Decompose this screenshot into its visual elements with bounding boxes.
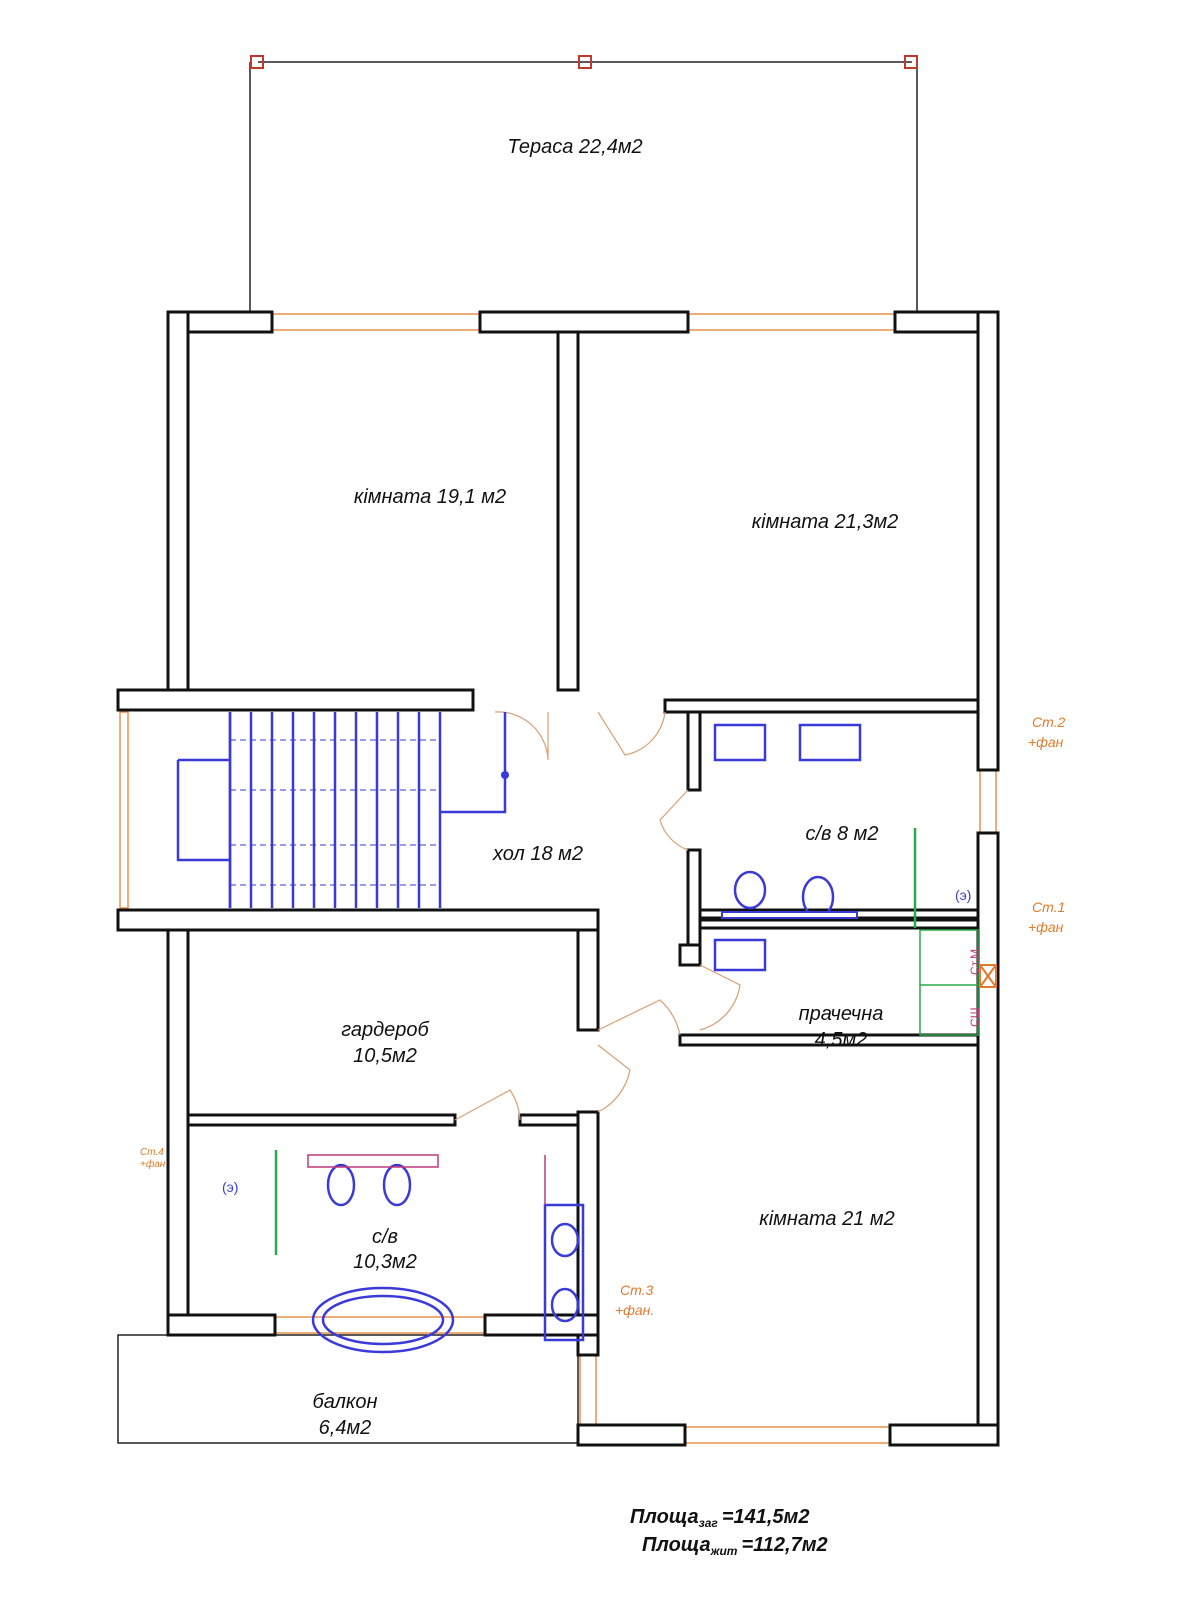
balcony-area: 6,4м2: [319, 1417, 372, 1439]
bath2-name: с/в: [372, 1226, 398, 1248]
room2-label: кімната 21,3м2: [752, 511, 899, 533]
balcony-name: балкон: [313, 1391, 378, 1413]
column-marker: [578, 55, 592, 69]
st3-label: Ст.3: [620, 1282, 654, 1298]
column-marker: [250, 55, 264, 69]
walls: [116, 310, 1000, 1447]
svg-text:(э): (э): [955, 887, 971, 903]
balcony: [117, 1334, 579, 1444]
st2-label: Ст.2: [1032, 714, 1066, 730]
wardrobe-area: 10,5м2: [353, 1045, 417, 1067]
riser-labels: Ст.2 +фан Ст.1 +фан Ст.3 +фан. Ст.4 +фан…: [140, 714, 1066, 1318]
sh-label: СШ: [968, 1007, 982, 1027]
st4-label: Ст.4: [140, 1147, 164, 1158]
st4-sub: +фан: [140, 1158, 166, 1170]
laundry-area: 4,5м2: [815, 1029, 868, 1051]
column-marker: [904, 55, 918, 69]
total-area: Площазаг=141,5м2: [630, 1506, 809, 1530]
bath2-fixtures: (э): [222, 1150, 585, 1354]
staircase: [176, 712, 509, 908]
st1-label: Ст.1: [1032, 899, 1065, 915]
living-area: Площажит=112,7м2: [642, 1534, 828, 1558]
wardrobe-name: гардероб: [341, 1019, 429, 1041]
room1-label: кімната 19,1 м2: [354, 486, 506, 508]
room3-label: кімната 21 м2: [759, 1208, 894, 1230]
area-totals: Площазаг=141,5м2 Площажит=112,7м2: [630, 1506, 828, 1558]
terrace: [249, 55, 918, 312]
st2-sub: +фан: [1028, 734, 1064, 750]
laundry-name: прачечна: [799, 1003, 884, 1025]
svg-text:(э): (э): [222, 1179, 238, 1195]
st3-sub: +фан.: [615, 1302, 654, 1318]
bath2-area: 10,3м2: [353, 1251, 417, 1273]
terrace-label: Тераса 22,4м2: [507, 136, 642, 158]
hall-label: хол 18 м2: [492, 843, 583, 865]
bath1-fixtures: (э): [713, 723, 971, 972]
bath1-label: с/в 8 м2: [805, 823, 878, 845]
room-labels: Тераса 22,4м2 кімната 19,1 м2 кімната 21…: [313, 136, 899, 1439]
st1-sub: +фан: [1028, 919, 1064, 935]
stm-label: Ст.М.: [968, 946, 982, 976]
